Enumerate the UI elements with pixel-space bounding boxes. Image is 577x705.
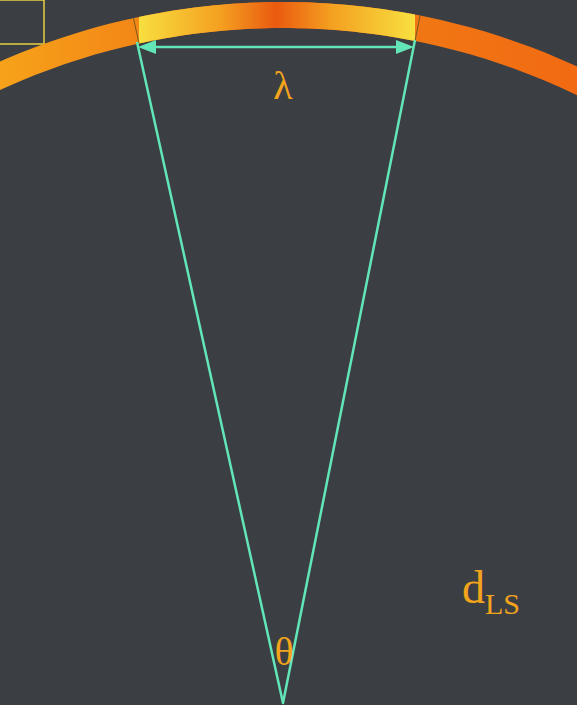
arrow-head	[138, 40, 156, 54]
band-segment	[139, 2, 415, 44]
distance-subscript: LS	[485, 587, 520, 620]
distance-label: dLS	[462, 565, 520, 619]
angle-label: θ	[274, 632, 293, 672]
wavelength-label: λ	[273, 66, 292, 106]
distance-symbol: d	[462, 562, 485, 613]
segment-edge	[415, 15, 420, 41]
width-arrow	[150, 46, 402, 49]
angle-triangle	[137, 40, 415, 703]
corner-box	[0, 0, 44, 44]
arrow-head	[396, 40, 414, 54]
segment-edge	[133, 18, 139, 43]
